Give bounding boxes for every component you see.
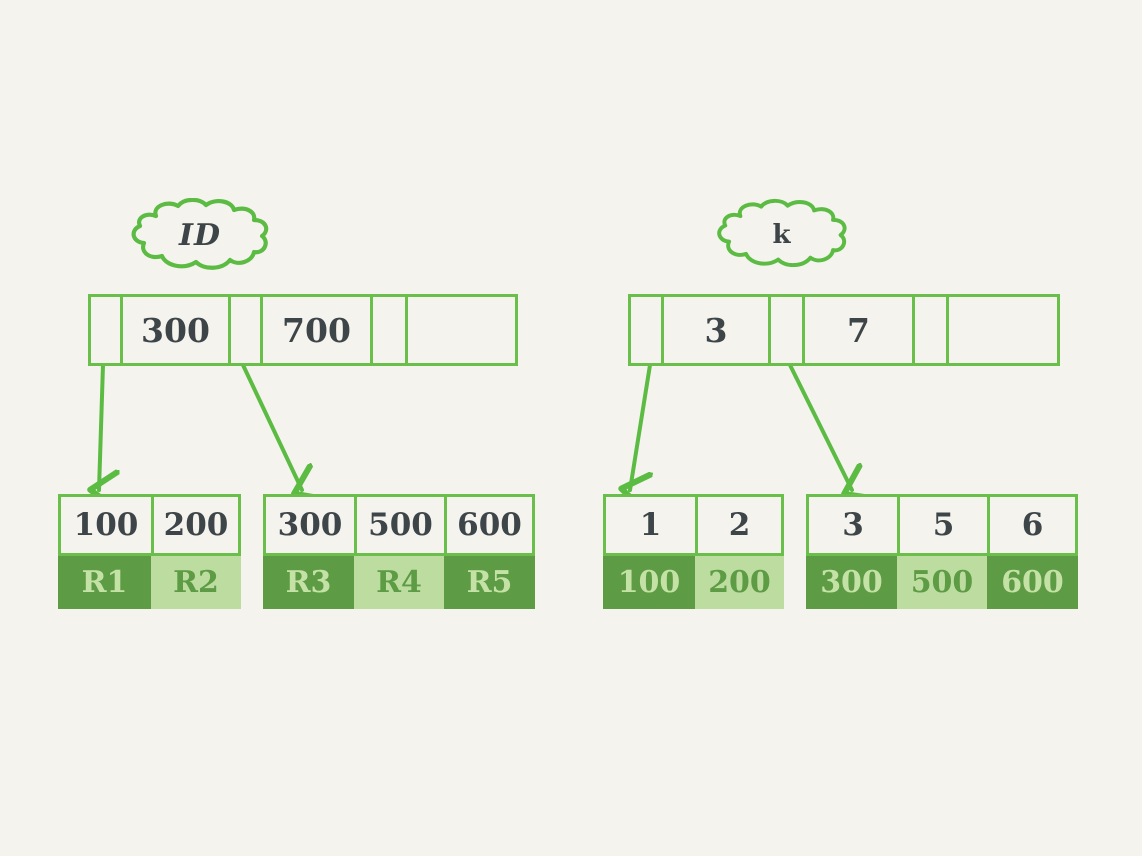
k-leaf-2-key-1: 5 — [900, 497, 990, 553]
arrow-k-root-to-leaf2 — [788, 363, 852, 490]
k-root-pointer-1[interactable] — [771, 297, 805, 363]
id-leaf-1-values: R1 R2 — [58, 556, 241, 609]
k-leaf-1[interactable]: 1 2 100 200 — [603, 494, 784, 609]
cloud-shape-icon — [717, 198, 847, 268]
cloud-shape-icon — [131, 197, 269, 270]
id-root-key-2 — [408, 297, 515, 363]
k-root-pointer-2[interactable] — [915, 297, 949, 363]
id-leaf-2-key-0: 300 — [266, 497, 357, 553]
id-leaf-1-value-0: R1 — [58, 556, 151, 609]
k-leaf-2-keys: 3 5 6 — [806, 494, 1078, 556]
id-root-node[interactable]: 300 700 — [88, 294, 518, 366]
k-leaf-1-key-0: 1 — [606, 497, 698, 553]
k-cloud-text: k — [772, 220, 792, 250]
k-leaf-1-value-0: 100 — [603, 556, 695, 609]
k-leaf-2-value-0: 300 — [806, 556, 897, 609]
id-root-pointer-0[interactable] — [91, 297, 123, 363]
id-cloud-text: ID — [178, 218, 222, 253]
k-leaf-2-value-1: 500 — [897, 556, 987, 609]
k-root-node[interactable]: 3 7 — [628, 294, 1060, 366]
id-leaf-1-keys: 100 200 — [58, 494, 241, 556]
id-leaf-1-key-1: 200 — [163, 507, 229, 543]
id-leaf-2-values: R3 R4 R5 — [263, 556, 535, 609]
id-leaf-2-value-0: R3 — [263, 556, 354, 609]
id-cloud-label: ID — [126, 197, 274, 274]
arrow-k-root-to-leaf1 — [630, 363, 650, 490]
id-leaf-2-key-1: 500 — [357, 497, 447, 553]
k-root-key-2 — [949, 297, 1057, 363]
k-leaf-2-value-2: 600 — [987, 556, 1078, 609]
k-root-pointer-0[interactable] — [631, 297, 664, 363]
k-root-key-0: 3 — [664, 297, 771, 363]
k-leaf-2-key-0: 3 — [809, 497, 900, 553]
id-leaf-2-value-2: R5 — [444, 556, 535, 609]
k-leaf-1-values: 100 200 — [603, 556, 784, 609]
id-leaf-2-key-2: 600 — [457, 507, 522, 543]
arrow-id-root-to-leaf2 — [241, 363, 302, 490]
k-leaf-2-key-2: 6 — [1021, 507, 1044, 543]
id-leaf-2-value-1: R4 — [354, 556, 444, 609]
k-leaf-2-values: 300 500 600 — [806, 556, 1078, 609]
id-root-key-0: 300 — [123, 297, 231, 363]
id-root-pointer-2[interactable] — [373, 297, 408, 363]
k-leaf-2[interactable]: 3 5 6 300 500 600 — [806, 494, 1078, 609]
id-leaf-2-keys: 300 500 600 — [263, 494, 535, 556]
arrow-id-root-to-leaf1 — [99, 363, 103, 490]
id-leaf-1[interactable]: 100 200 R1 R2 — [58, 494, 241, 609]
k-cloud-label: k — [712, 198, 852, 272]
k-root-key-1: 7 — [805, 297, 915, 363]
k-leaf-1-keys: 1 2 — [603, 494, 784, 556]
id-root-pointer-1[interactable] — [231, 297, 263, 363]
id-leaf-1-value-1: R2 — [151, 556, 241, 609]
k-leaf-1-value-1: 200 — [695, 556, 784, 609]
id-root-key-1: 700 — [263, 297, 373, 363]
id-leaf-1-key-0: 100 — [61, 497, 154, 553]
id-leaf-2[interactable]: 300 500 600 R3 R4 R5 — [263, 494, 535, 609]
k-leaf-1-key-1: 2 — [728, 507, 751, 543]
